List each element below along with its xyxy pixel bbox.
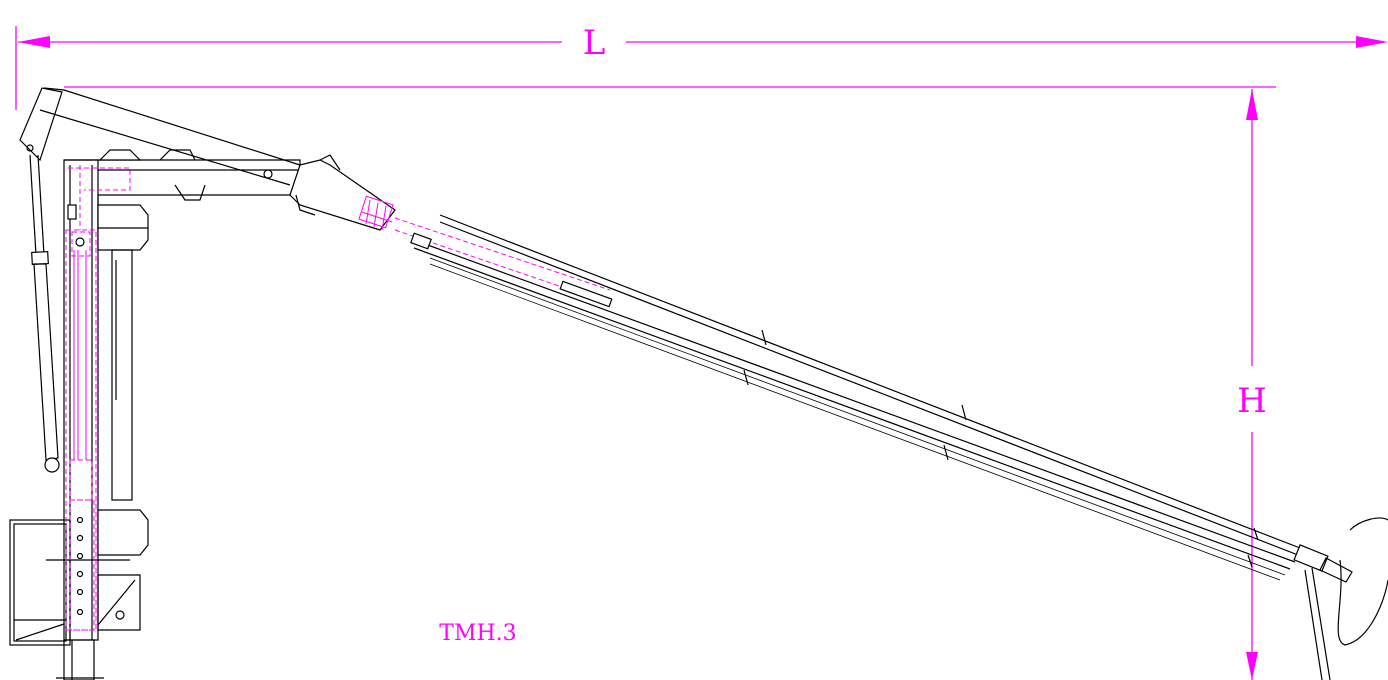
arm-support-ring-2: [943, 404, 967, 461]
coupler-body: [1293, 544, 1329, 572]
top-swivel-joint: [159, 149, 196, 161]
base-foot-post: [63, 639, 95, 680]
boom-top-edge: [43, 87, 301, 166]
coupler-flange: [1319, 557, 1353, 583]
joint-pipe-upper: [394, 217, 611, 291]
arm-slide-block: [559, 280, 613, 308]
height-label: H: [1237, 381, 1267, 421]
arm-support-ring-1: [743, 329, 767, 386]
base-unit: [9, 519, 130, 680]
coupler-tip: [1293, 517, 1388, 680]
cylinder-barrel: [33, 263, 59, 461]
lower-bracket-brace: [97, 579, 136, 626]
cylinder-bottom-pin: [44, 457, 60, 473]
length-dimension: L: [15, 23, 1388, 110]
hydraulic-cylinder: [19, 87, 63, 473]
top-swivel-cap: [98, 149, 142, 161]
riser-swivel-outline: [69, 459, 93, 501]
riser-pipe-outline: [65, 229, 97, 631]
boom-bottom-edge: [39, 109, 291, 186]
joint-grid-v1: [365, 199, 371, 225]
arm-pipe-3: [413, 239, 1296, 563]
arm-pipe-1: [439, 214, 1301, 549]
riser-lower-pipe-outline: [69, 499, 95, 631]
length-arrow-right: [1356, 36, 1388, 48]
cylinder-rod-right: [37, 154, 45, 256]
base-cabinet-brace: [15, 623, 65, 641]
riser-top-swivel-outline: [71, 231, 91, 257]
top-swivel-lower: [174, 184, 206, 201]
middle-swivel: [97, 204, 149, 631]
riser-elbow-pipe: [68, 165, 131, 230]
height-arrow-top: [1246, 89, 1258, 120]
height-dimension: H: [64, 86, 1276, 680]
base-cabinet: [9, 519, 71, 646]
inner-arm: [410, 214, 1301, 581]
boom-head-collar: [295, 194, 316, 216]
height-arrow-bottom: [1246, 652, 1258, 680]
joint-grid-v3: [381, 205, 387, 231]
riser-hole-6: [76, 608, 84, 616]
arm-pipe-6: [429, 263, 1281, 581]
coupler-support-leg: [1304, 567, 1331, 680]
joint-grid-outline: [358, 195, 394, 229]
arm-pipe-2: [439, 221, 1299, 556]
riser-hole-4: [76, 570, 84, 578]
riser-column: [63, 159, 99, 641]
cylinder-top-bracket: [19, 87, 63, 162]
cylinder-rod-left: [29, 154, 37, 256]
vertical-shaft: [111, 249, 133, 501]
joint-grid-v2: [373, 202, 379, 228]
boom-head-lug: [319, 154, 341, 171]
length-label: L: [583, 23, 606, 63]
lower-swivel-drum: [97, 509, 149, 556]
riser-hole-1: [76, 516, 84, 524]
riser-hole-3: [76, 552, 84, 560]
length-arrow-left: [18, 36, 50, 48]
lower-bracket-hole: [115, 610, 125, 620]
boom-head-flange: [289, 159, 396, 231]
coupler-hose-curve: [1337, 517, 1388, 646]
figure-label: TMH.3: [439, 621, 516, 646]
riser-pivot-pin: [75, 237, 85, 247]
arm-pipe-4: [413, 247, 1291, 570]
arm-support-ring-3: [1247, 527, 1259, 568]
riser-inner-pipe: [65, 165, 131, 631]
riser-hole-2: [76, 534, 84, 542]
joint-grid-h1: [361, 211, 393, 223]
outer-boom: [39, 87, 396, 231]
lower-bracket-plate: [97, 574, 141, 631]
riser-tag: [67, 204, 77, 220]
arm-pipe-5: [429, 257, 1286, 576]
riser-hole-5: [76, 588, 84, 596]
boom-pivot-pin: [263, 169, 273, 179]
arm-clamp-left: [410, 232, 432, 250]
cylinder-top-pin: [26, 144, 34, 152]
cylinder-gland: [31, 250, 49, 266]
